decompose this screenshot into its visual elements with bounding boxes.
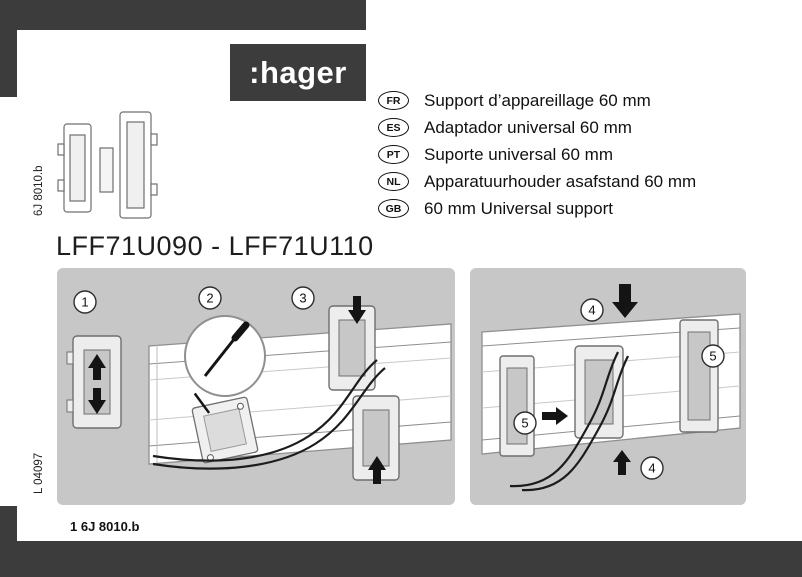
device-plate [191, 392, 259, 464]
product-thumbnail-drawing [57, 111, 158, 219]
step-number: 3 [299, 291, 306, 306]
screwdriver-tip-icon [193, 392, 211, 414]
end-cover-right [679, 319, 719, 433]
language-badge-nl: NL [378, 172, 409, 191]
support-tab-icon [57, 179, 65, 192]
support-frame-step3-upper [328, 305, 376, 391]
language-row-pt: PT Suporte universal 60 mm [378, 145, 696, 164]
cover-part-window [126, 121, 145, 209]
support-frame-step1 [66, 335, 122, 429]
arrow-up-icon [613, 450, 631, 475]
adapter-piece-outline [99, 147, 114, 193]
diagram-panel-steps-1-3: 1 2 3 [57, 268, 455, 505]
doc-code-vertical-bottom: L 04097 [33, 452, 45, 494]
support-tab-icon [57, 143, 65, 156]
step-number: 4 [588, 303, 595, 318]
language-row-es: ES Adaptador universal 60 mm [378, 118, 696, 137]
language-list: FR Support d’appareillage 60 mm ES Adapt… [378, 91, 696, 218]
arrow-up-icon [88, 354, 106, 380]
step-badge-5-right: 5 [701, 344, 725, 368]
installation-diagram-2: 4 5 5 4 [481, 284, 741, 492]
language-badge-pt: PT [378, 145, 409, 164]
arrow-up-icon [368, 456, 386, 484]
arrow-right-icon [542, 407, 568, 425]
magnifier-detail [184, 315, 266, 397]
step-badge-2: 2 [198, 286, 222, 310]
language-row-gb: GB 60 mm Universal support [378, 199, 696, 218]
support-frame-step3-lower [352, 395, 400, 481]
step-number: 2 [206, 291, 213, 306]
step-number: 5 [709, 349, 716, 364]
step-badge-4-top: 4 [580, 298, 604, 322]
bottom-dark-bar [0, 541, 802, 577]
diagram-panel-steps-4-5: 4 5 5 4 [470, 268, 746, 505]
cover-tab-icon [150, 133, 158, 146]
support-frame-center [574, 345, 624, 439]
hager-logo-text: :hager [249, 54, 347, 90]
language-text-nl: Apparatuurhouder asafstand 60 mm [424, 171, 697, 191]
installation-diagram-1: 1 2 3 [66, 286, 452, 484]
step-badge-3: 3 [291, 286, 315, 310]
product-thumbnail [56, 104, 171, 226]
step-number: 4 [648, 461, 655, 476]
screw-icon [236, 402, 244, 410]
cover-tab-icon [150, 183, 158, 196]
support-part-window [69, 134, 86, 202]
step-number: 5 [521, 416, 528, 431]
top-dark-bar [0, 0, 366, 30]
arrow-down-icon [612, 284, 638, 318]
arrow-down-icon [348, 296, 366, 324]
cables [509, 351, 629, 492]
language-text-gb: 60 mm Universal support [424, 198, 613, 218]
arrow-down-icon [88, 388, 106, 414]
language-row-nl: NL Apparatuurhouder asafstand 60 mm [378, 172, 696, 191]
language-text-pt: Suporte universal 60 mm [424, 144, 613, 164]
step-number: 1 [81, 295, 88, 310]
hager-logo: :hager [230, 44, 366, 101]
language-text-es: Adaptador universal 60 mm [424, 117, 632, 137]
language-row-fr: FR Support d’appareillage 60 mm [378, 91, 696, 110]
step-badge-1: 1 [73, 290, 97, 314]
end-cover-left [499, 355, 535, 457]
step-badge-5-left: 5 [513, 411, 537, 435]
doc-code-vertical-top: 6J 8010.b [33, 165, 45, 216]
cables [152, 359, 386, 470]
language-badge-es: ES [378, 118, 409, 137]
language-badge-fr: FR [378, 91, 409, 110]
page-title: LFF71U090 - LFF71U110 [56, 231, 374, 261]
language-badge-gb: GB [378, 199, 409, 218]
footer-doc-reference: 1 6J 8010.b [70, 519, 140, 534]
screwdriver-icon [203, 321, 250, 377]
left-dark-strip-top [0, 0, 17, 97]
step-badge-4-bottom: 4 [640, 456, 664, 480]
language-text-fr: Support d’appareillage 60 mm [424, 90, 651, 110]
